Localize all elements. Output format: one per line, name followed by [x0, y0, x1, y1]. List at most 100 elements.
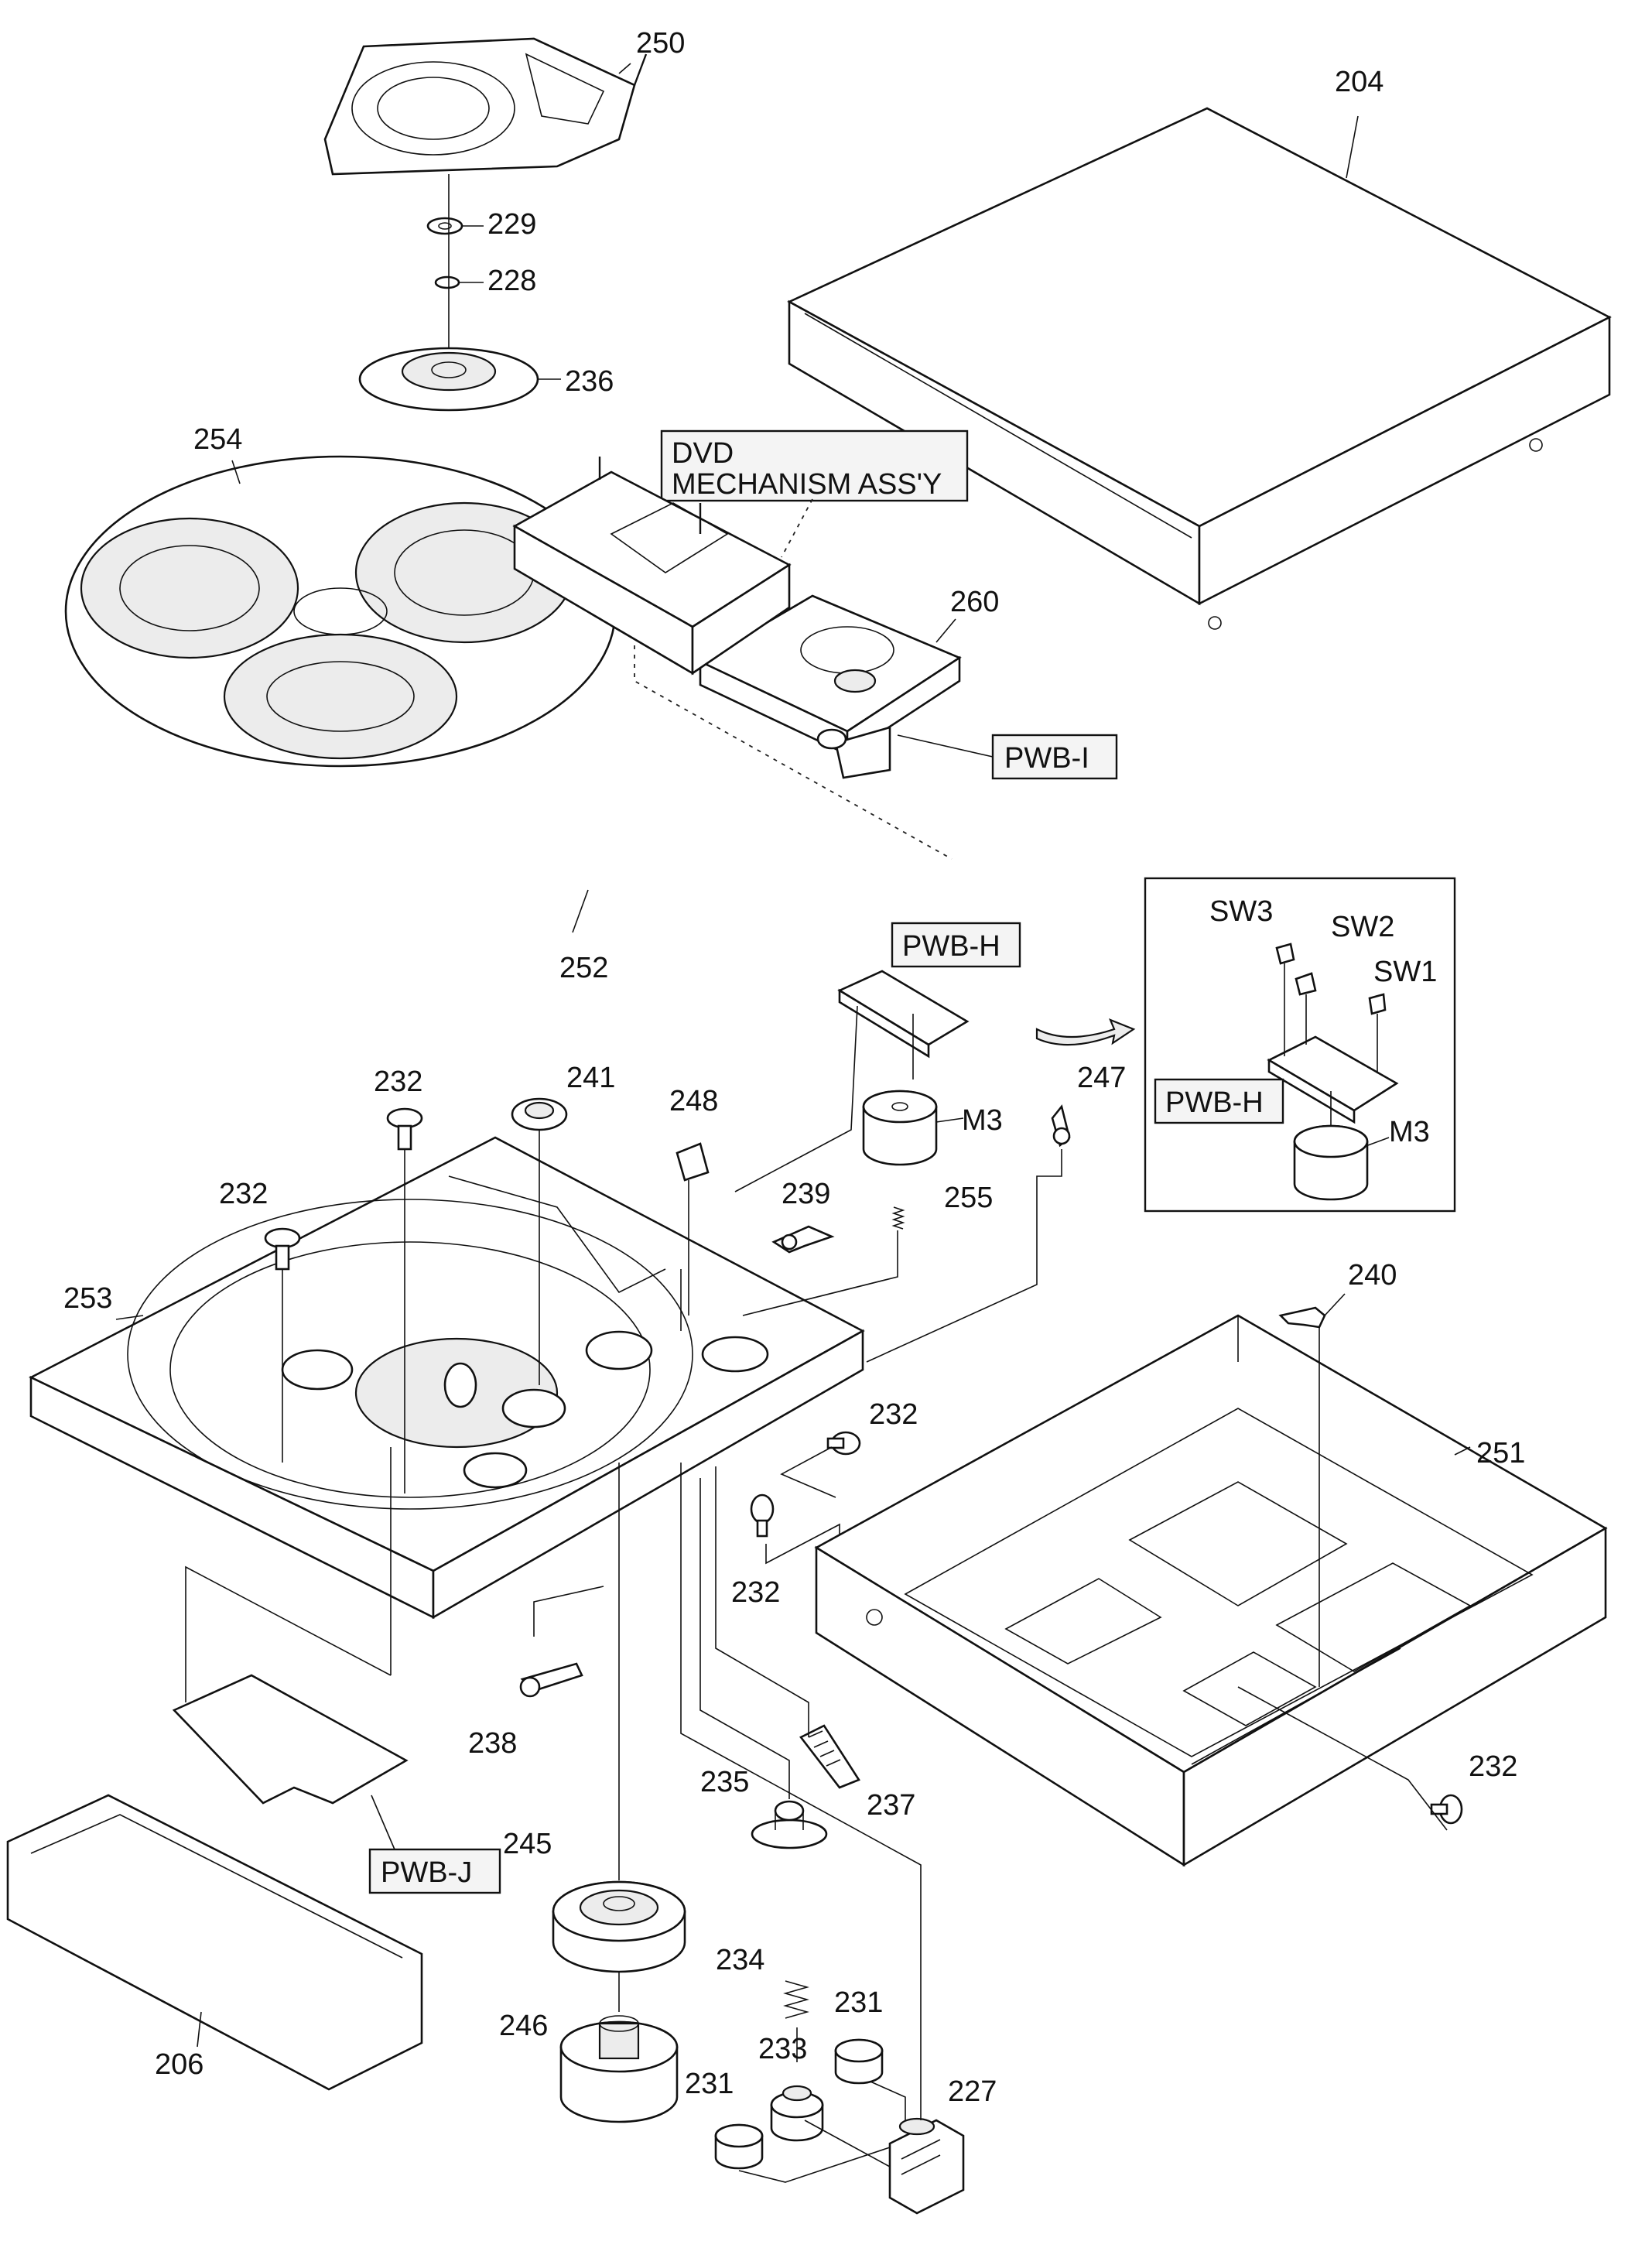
- cam-gear-245: [552, 1880, 686, 1973]
- callout-233: 233: [758, 2033, 807, 2065]
- front-panel-206: [6, 1794, 423, 2091]
- leader-235-line: [699, 1478, 790, 1799]
- callout-229: 229: [487, 208, 536, 241]
- callout-240: 240: [1348, 1259, 1397, 1292]
- leader-pwb-j-line: [185, 1565, 392, 1702]
- callout-252: 252: [559, 952, 608, 984]
- dvd-label-line2: MECHANISM ASS'Y: [672, 468, 942, 501]
- callout-sw3: SW3: [1209, 895, 1273, 928]
- lever-240: [1278, 1306, 1326, 1329]
- callout-206: 206: [155, 2048, 204, 2081]
- screw-232-b: [264, 1227, 301, 1271]
- leader-252: [572, 889, 589, 933]
- callout-236: 236: [565, 365, 614, 398]
- leader-233-line: [804, 2120, 891, 2167]
- leader-m3-main: [935, 1117, 964, 1123]
- dvd-mechanism-label-box: DVD MECHANISM ASS'Y: [660, 429, 969, 502]
- callout-sw1: SW1: [1373, 956, 1437, 988]
- lever-238: [519, 1662, 583, 1698]
- callout-sw2: SW2: [1331, 911, 1394, 943]
- leader-250: [618, 63, 631, 74]
- callout-248: 248: [669, 1085, 718, 1117]
- gear-241: [511, 1097, 568, 1131]
- spring-255: [891, 1206, 905, 1230]
- leader-232-e-line: [1237, 1686, 1448, 1831]
- leader-254: [231, 460, 241, 484]
- callout-labels: 250 229 228 236 204 254 260 252 232 232 …: [63, 27, 1525, 2108]
- callout-m3-main: M3: [962, 1104, 1003, 1137]
- callout-251: 251: [1476, 1437, 1525, 1470]
- dvd-loader-260: [698, 594, 962, 779]
- callout-228: 228: [487, 265, 536, 297]
- callout-232-a: 232: [374, 1066, 422, 1098]
- callout-247: 247: [1077, 1062, 1126, 1094]
- pwb-h-main-board: [837, 970, 970, 1059]
- callout-m3-inset: M3: [1389, 1116, 1430, 1148]
- callout-232-b: 232: [219, 1178, 268, 1210]
- callout-231-right: 231: [834, 1986, 883, 2019]
- top-cover-204: [787, 107, 1612, 630]
- pwb-h-main-label-box: PWB-H: [891, 922, 1021, 968]
- callout-238: 238: [468, 1727, 517, 1760]
- pwb-j-label: PWB-J: [381, 1856, 472, 1889]
- switch-detail-inset: [1144, 877, 1456, 1213]
- callout-253: 253: [63, 1282, 112, 1315]
- leader-232-c-line: [780, 1446, 836, 1498]
- callout-241: 241: [566, 1062, 615, 1094]
- callout-239: 239: [782, 1178, 830, 1210]
- arm-247: [1051, 1104, 1071, 1148]
- lever-239: [771, 1225, 835, 1254]
- leader-204: [1346, 115, 1359, 179]
- leader-251: [1454, 1446, 1471, 1456]
- leader-260: [935, 618, 956, 643]
- callout-255: 255: [944, 1182, 993, 1214]
- pwb-h-inset-label-box: PWB-H: [1154, 1078, 1284, 1124]
- leader-231-right: [870, 2081, 906, 2124]
- callout-260: 260: [950, 586, 999, 618]
- leader-206: [197, 2011, 202, 2048]
- leader-247-line: [866, 1149, 1062, 1363]
- leader-240: [1324, 1293, 1346, 1316]
- callout-227: 227: [948, 2075, 997, 2108]
- inset-arrow-icon: [1035, 1018, 1136, 1046]
- leader-237-line: [715, 1466, 809, 1737]
- callout-235: 235: [700, 1766, 749, 1798]
- screw-232-d: [750, 1493, 775, 1538]
- leader-pwb-j: [371, 1795, 395, 1850]
- washer-229: [426, 217, 463, 235]
- pwb-i-label: PWB-I: [1004, 742, 1089, 775]
- leader-dvd-assy: [781, 498, 813, 558]
- leader-255-line: [742, 1230, 898, 1316]
- pickup-base-252: [512, 457, 792, 676]
- screw-232-a: [386, 1107, 423, 1151]
- leader-m3-inset: [1367, 1137, 1390, 1146]
- worm-gear-237: [799, 1724, 860, 1789]
- callout-231-left: 231: [685, 2068, 734, 2100]
- leader-232-d-line: [765, 1523, 840, 1565]
- callout-234: 234: [716, 1944, 764, 1976]
- callout-245: 245: [503, 1828, 552, 1860]
- callout-254: 254: [193, 423, 242, 456]
- callout-250: 250: [636, 27, 685, 60]
- lever-248: [676, 1142, 710, 1182]
- dvd-label-line1: DVD: [672, 437, 734, 470]
- leader-pwb-h-line: [734, 1005, 858, 1192]
- pwb-h-inset-label: PWB-H: [1165, 1086, 1264, 1119]
- pwb-j-board: [172, 1674, 409, 1805]
- clamper-plate-250: [323, 37, 648, 176]
- pwb-h-main-label: PWB-H: [902, 930, 1000, 963]
- disc-tray-254: [64, 455, 617, 768]
- turntable-236: [358, 347, 539, 412]
- gear-246: [559, 2015, 679, 2123]
- gear-231-right: [834, 2038, 884, 2085]
- leader-231-left: [738, 2147, 891, 2183]
- bracket-227: [888, 2117, 965, 2215]
- motor-m3-main: [862, 1090, 938, 1166]
- gear-233: [770, 2085, 824, 2142]
- screw-232-e: [1430, 1794, 1463, 1825]
- callout-232-d: 232: [731, 1576, 780, 1609]
- callout-232-c: 232: [869, 1398, 918, 1431]
- callout-237: 237: [867, 1789, 915, 1822]
